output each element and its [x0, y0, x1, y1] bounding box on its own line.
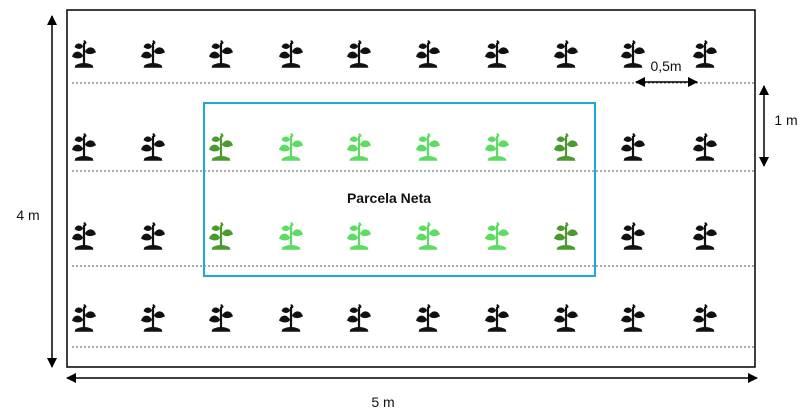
seedling-icon [347, 40, 371, 68]
seedling-icon [621, 40, 645, 68]
seedling-icon [693, 222, 717, 250]
seedling-icon [621, 133, 645, 161]
seedling-icon [485, 222, 509, 250]
plant-spacing-label: 0,5m [650, 58, 681, 74]
seedling-icon [693, 40, 717, 68]
seedling-icon [621, 222, 645, 250]
seedling-icon [141, 133, 165, 161]
seedling-icon [693, 304, 717, 332]
seedling-icon [141, 222, 165, 250]
row-lines [72, 82, 755, 348]
net-plot-label: Parcela Neta [347, 190, 431, 206]
seedling-icon [485, 304, 509, 332]
width-dimension-label: 5 m [371, 394, 394, 410]
seedling-icon [279, 222, 303, 250]
seedling-icon [72, 222, 96, 250]
height-dimension-label: 4 m [16, 207, 39, 223]
seedling-icon [347, 222, 371, 250]
seedling-icon [416, 40, 440, 68]
net-plot-box [203, 102, 596, 277]
seedling-icon [279, 40, 303, 68]
plants-grid [72, 40, 717, 332]
seedling-icon [347, 304, 371, 332]
seedling-icon [209, 133, 233, 161]
seedling-icon [554, 222, 578, 250]
row-spacing-label: 1 m [774, 112, 797, 128]
seedling-icon [416, 222, 440, 250]
seedling-icon [209, 222, 233, 250]
seedling-icon [279, 304, 303, 332]
seedling-icon [485, 40, 509, 68]
seedling-icon [347, 133, 371, 161]
seedling-icon [485, 133, 509, 161]
seedling-icon [554, 133, 578, 161]
seedling-icon [621, 304, 645, 332]
seedling-icon [416, 133, 440, 161]
plot-boundary [66, 9, 756, 368]
seedling-icon [141, 304, 165, 332]
seedling-icon [209, 304, 233, 332]
seedling-icon [72, 133, 96, 161]
seedling-icon [693, 133, 717, 161]
seedling-icon [141, 40, 165, 68]
seedling-icon [416, 304, 440, 332]
seedling-icon [72, 304, 96, 332]
seedling-icon [72, 40, 96, 68]
seedling-icon [554, 40, 578, 68]
seedling-icon [554, 304, 578, 332]
seedling-icon [279, 133, 303, 161]
seedling-icon [209, 40, 233, 68]
